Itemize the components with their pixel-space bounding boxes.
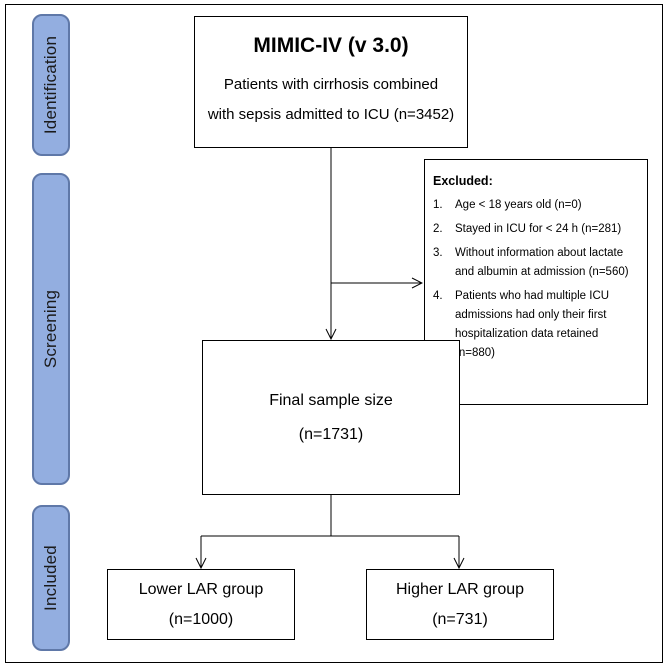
excluded-item-number: 3. (433, 247, 443, 259)
final-sample-count: (n=1731) (298, 425, 364, 443)
excluded-item-number: 2. (433, 223, 443, 235)
source-cohort-box: MIMIC-IV (v 3.0) Patients with cirrhosis… (194, 16, 468, 148)
excluded-box: Excluded: 1. Age < 18 years old (n=0) 2.… (424, 159, 648, 405)
lower-lar-box: Lower LAR group (n=1000) (107, 569, 295, 640)
excluded-item-text: Stayed in ICU for < 24 h (n=281) (455, 223, 622, 235)
excluded-item: 4. Patients who had multiple ICU admissi… (433, 287, 639, 363)
excluded-item-text: Without information about lactate and al… (455, 247, 629, 278)
excluded-item: 1. Age < 18 years old (n=0) (433, 196, 639, 215)
stage-included: Included (32, 505, 70, 651)
higher-lar-count: (n=731) (432, 610, 488, 628)
excluded-item-number: 1. (433, 199, 443, 211)
excluded-item: 2. Stayed in ICU for < 24 h (n=281) (433, 220, 639, 239)
excluded-item-text: Age < 18 years old (n=0) (455, 199, 582, 211)
excluded-list: 1. Age < 18 years old (n=0) 2. Stayed in… (433, 196, 639, 363)
source-title: MIMIC-IV (v 3.0) (253, 34, 409, 57)
lower-lar-label: Lower LAR group (138, 580, 264, 598)
final-sample-label: Final sample size (269, 391, 393, 409)
higher-lar-box: Higher LAR group (n=731) (366, 569, 554, 640)
stage-screening: Screening (32, 173, 70, 485)
stage-identification: Identification (32, 14, 70, 156)
excluded-item-number: 4. (433, 290, 443, 302)
lower-lar-count: (n=1000) (168, 610, 234, 628)
final-sample-box: Final sample size (n=1731) (202, 340, 460, 495)
excluded-heading: Excluded: (433, 174, 493, 188)
figure-frame (5, 4, 663, 663)
excluded-item-text: Patients who had multiple ICU admissions… (455, 290, 610, 359)
higher-lar-label: Higher LAR group (395, 580, 525, 598)
source-line-2: with sepsis admitted to ICU (n=3452) (207, 106, 455, 123)
excluded-item: 3. Without information about lactate and… (433, 244, 639, 282)
source-line-1: Patients with cirrhosis combined (223, 76, 439, 93)
